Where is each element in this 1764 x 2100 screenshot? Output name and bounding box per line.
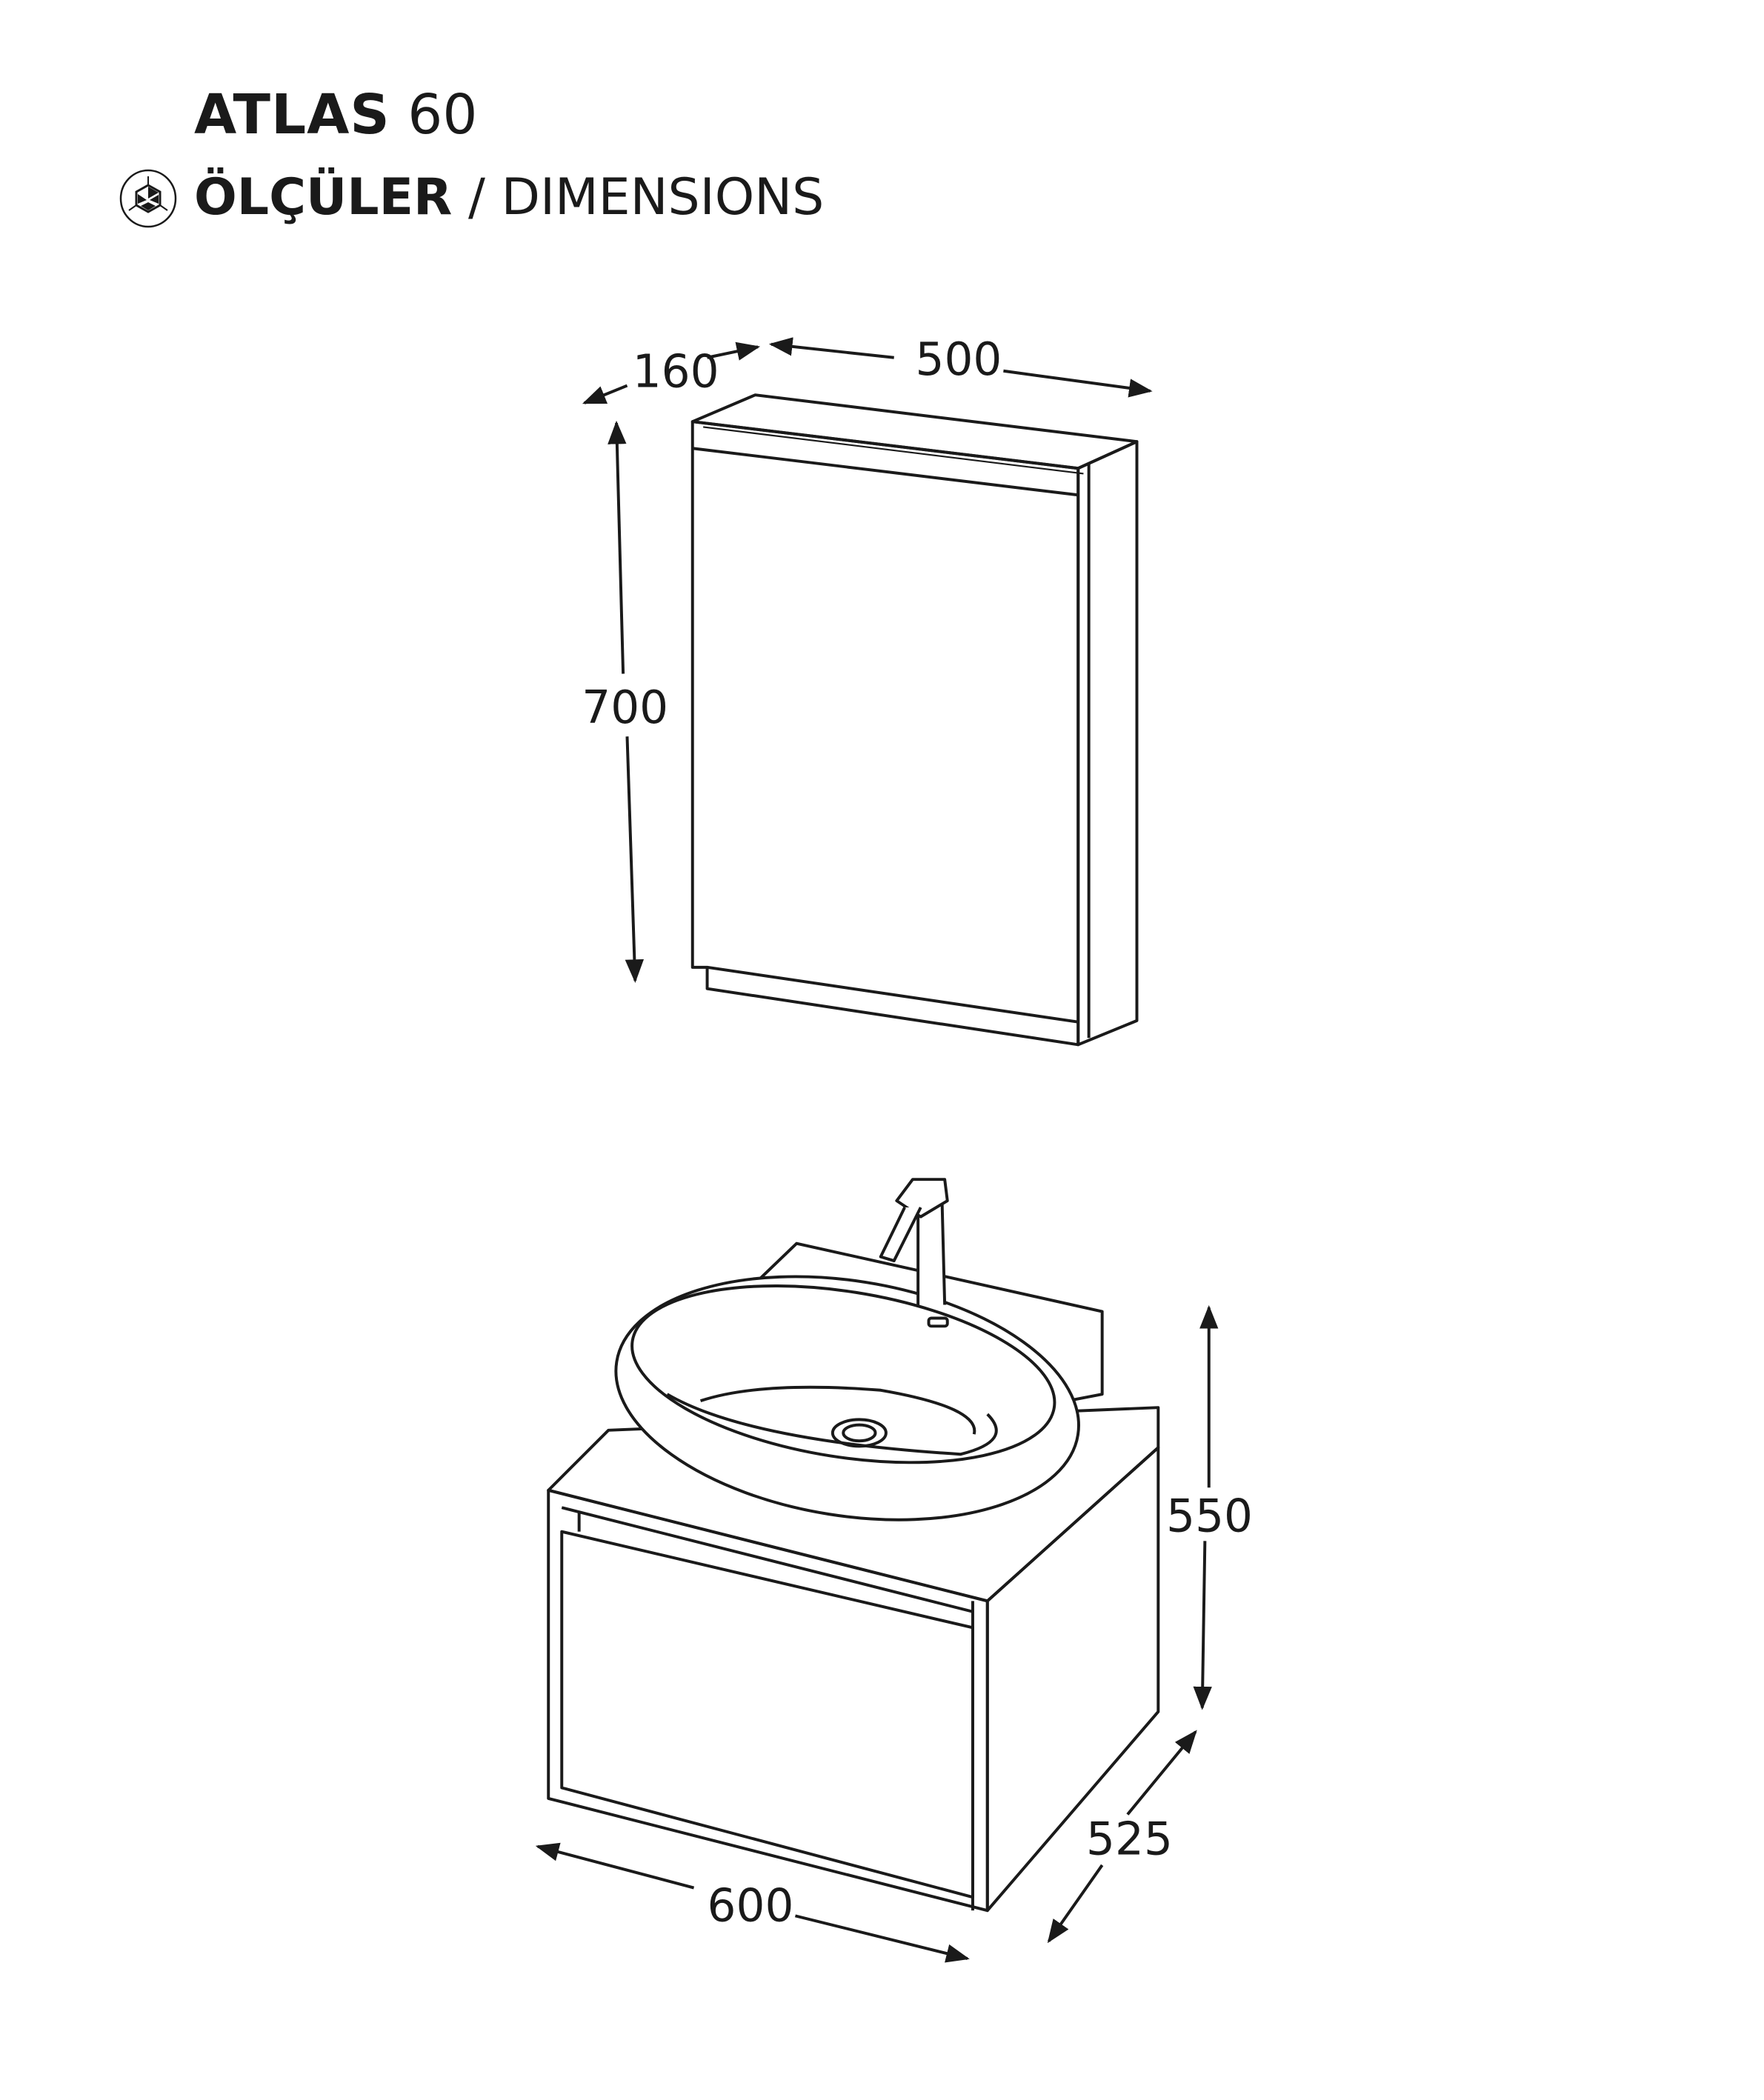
dim-label-700: 700 <box>582 681 668 734</box>
dim-line-550-bottom <box>1193 1541 1212 1710</box>
dim-line-160-left <box>582 384 628 404</box>
dim-line-500-right <box>1003 369 1153 398</box>
product-title: ATLAS 60 <box>194 87 477 142</box>
dim-line-700-bottom <box>625 736 645 984</box>
dim-line-500-left <box>768 337 894 359</box>
section-title-tr: ÖLÇÜLER <box>194 168 453 227</box>
dim-label-525: 525 <box>1086 1813 1173 1866</box>
section-title-en: DIMENSIONS <box>501 168 825 227</box>
dim-label-550: 550 <box>1166 1490 1253 1543</box>
vanity-unit <box>547 1178 1160 1913</box>
product-name: ATLAS <box>194 83 390 147</box>
dim-line-600-left <box>535 1842 695 1890</box>
product-size: 60 <box>407 83 478 147</box>
separator: / <box>468 168 485 227</box>
dim-line-700-top <box>608 420 627 674</box>
dim-label-160: 160 <box>633 345 719 398</box>
dimensions-cube-icon <box>119 169 177 228</box>
header: ATLAS 60 ÖLÇÜLER / DIMENSIONS <box>0 0 1764 252</box>
section-title: ÖLÇÜLER / DIMENSIONS <box>194 173 824 223</box>
dim-label-600: 600 <box>708 1880 794 1933</box>
dim-line-600-right <box>794 1914 970 1963</box>
dim-label-500: 500 <box>916 333 1002 386</box>
dim-line-160-right <box>707 341 761 361</box>
mirror-cabinet <box>690 393 1139 1047</box>
dim-line-525-bottom <box>1047 1864 1104 1944</box>
dim-line-525-top <box>1126 1730 1197 1816</box>
